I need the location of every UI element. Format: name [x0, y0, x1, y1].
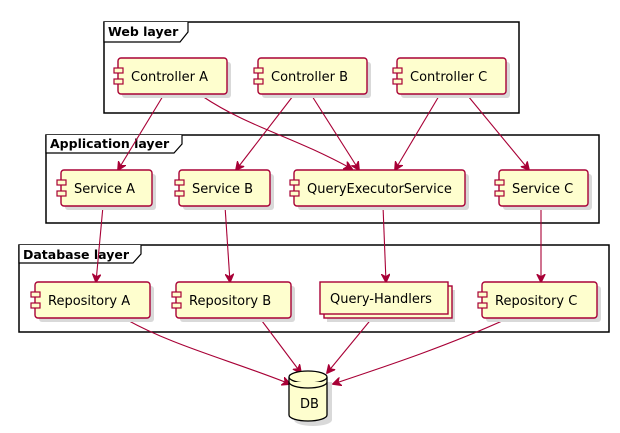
component-query-executor-service: QueryExecutorService: [289, 169, 469, 210]
component-repository-b: Repository B: [171, 281, 295, 322]
edge-query-executor-to-query-handlers: [383, 205, 386, 282]
repository-b-label: Repository B: [189, 294, 271, 309]
edge-service-b-to-repository-b: [224, 205, 230, 282]
component-query-handlers: Query-Handlers: [319, 281, 455, 322]
edge-controller-b-to-service-b: [236, 95, 294, 170]
controller-a-label: Controller A: [131, 70, 208, 85]
edge-controller-a-to-query-executor: [201, 95, 352, 169]
controller-b-label: Controller B: [271, 70, 348, 85]
repository-c-label: Repository C: [495, 294, 577, 309]
component-service-c: Service C: [494, 169, 592, 210]
service-c-label: Service C: [512, 182, 573, 197]
edge-repository-b-to-db: [258, 316, 301, 373]
edge-controller-c-to-query-executor: [395, 95, 440, 170]
web-layer-label: Web layer: [108, 24, 179, 39]
component-service-b: Service B: [174, 169, 274, 210]
component-controller-a: Controller A: [113, 57, 231, 98]
edge-repository-a-to-db: [121, 316, 290, 384]
controller-c-label: Controller C: [410, 70, 487, 85]
service-b-label: Service B: [192, 182, 253, 197]
edge-controller-a-to-service-a: [118, 95, 164, 170]
service-a-label: Service A: [74, 182, 135, 197]
edge-service-a-to-repository-a: [96, 205, 104, 282]
database-layer-label: Database layer: [23, 247, 130, 262]
application-layer-label: Application layer: [50, 136, 170, 151]
query-executor-service-label: QueryExecutorService: [307, 182, 452, 197]
edge-controller-c-to-service-c: [467, 95, 529, 170]
component-controller-b: Controller B: [253, 57, 371, 98]
db-label: DB: [300, 397, 319, 412]
database-db: DB: [288, 370, 332, 426]
component-repository-c: Repository C: [477, 281, 601, 322]
dependency-edges: [96, 95, 541, 384]
query-handlers-label: Query-Handlers: [330, 292, 432, 307]
edge-query-handlers-to-db: [327, 316, 374, 373]
component-service-a: Service A: [56, 169, 156, 210]
repository-a-label: Repository A: [48, 294, 130, 309]
edge-repository-c-to-db: [333, 316, 512, 384]
component-repository-a: Repository A: [30, 281, 154, 322]
component-controller-c: Controller C: [392, 57, 510, 98]
edge-controller-b-to-query-executor: [311, 95, 359, 170]
